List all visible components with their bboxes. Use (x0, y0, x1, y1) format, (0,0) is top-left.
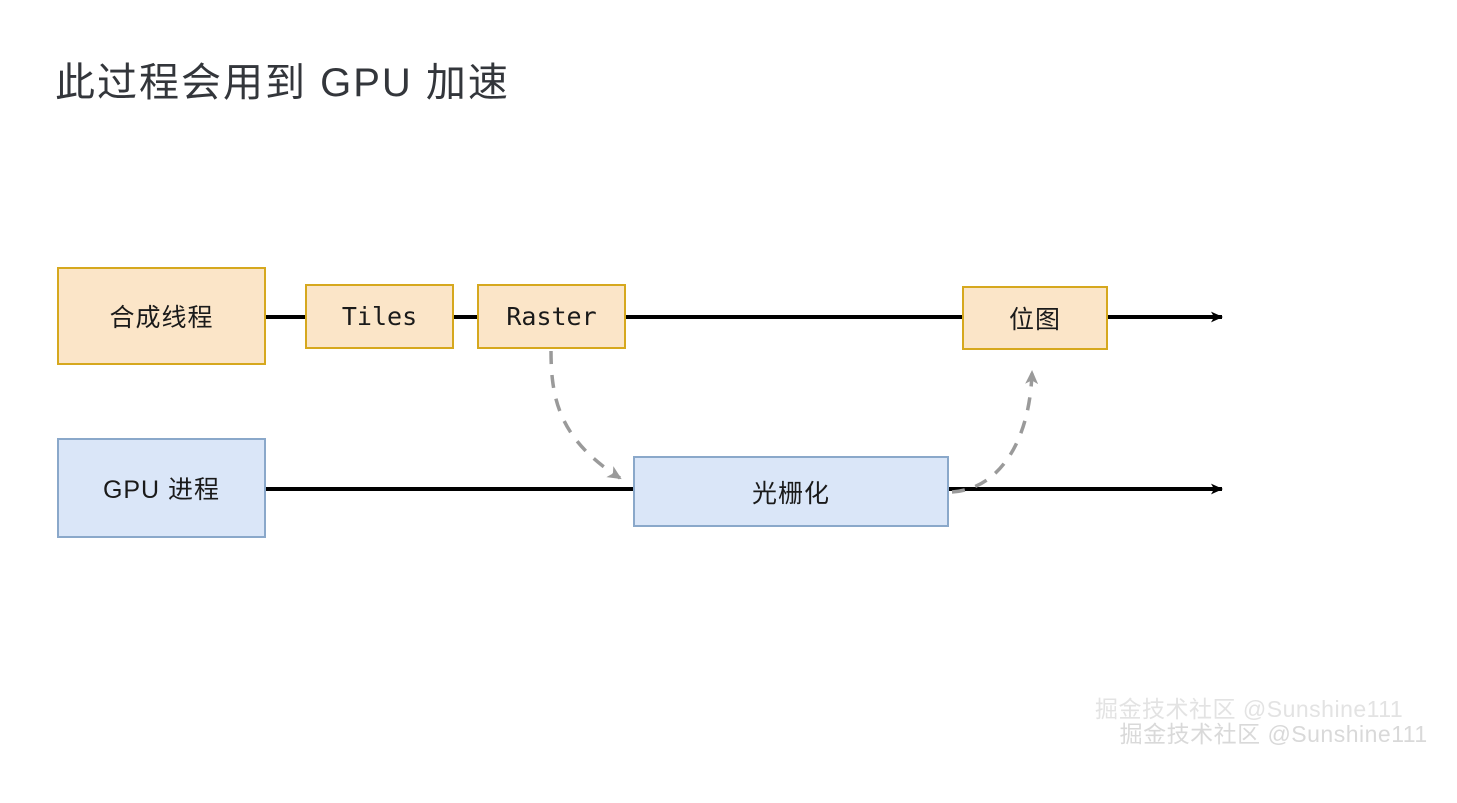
node-raster[interactable]: Raster (477, 284, 626, 349)
node-gpu-process[interactable]: GPU 进程 (57, 438, 266, 538)
page-title: 此过程会用到 GPU 加速 (55, 61, 510, 105)
node-tiles[interactable]: Tiles (305, 284, 454, 349)
node-gpu-process-label: GPU 进程 (102, 476, 221, 504)
node-rasterize-label: 光栅化 (751, 479, 830, 508)
dashed-edge-raster-to-rasterize (549, 350, 622, 480)
watermark-text-ghost: 掘金技术社区 @Sunshine111 (1095, 696, 1404, 722)
node-bitmap[interactable]: 位图 (962, 286, 1108, 350)
node-rasterize[interactable]: 光栅化 (633, 456, 949, 527)
diagram-canvas: 此过程会用到 GPU 加速 合成线程 Tiles (55, 61, 1428, 747)
dashed-edge-rasterize-to-bitmap (951, 370, 1039, 494)
node-raster-label: Raster (506, 302, 597, 331)
watermark-text: 掘金技术社区 @Sunshine111 (1119, 721, 1428, 747)
watermark: 掘金技术社区 @Sunshine111 掘金技术社区 @Sunshine111 (1092, 688, 1428, 803)
node-composite-thread-label: 合成线程 (109, 304, 214, 332)
node-composite-thread[interactable]: 合成线程 (57, 267, 266, 365)
node-bitmap-label: 位图 (1008, 306, 1061, 334)
node-tiles-label: Tiles (341, 302, 418, 331)
flow-diagram-svg (266, 311, 1223, 495)
